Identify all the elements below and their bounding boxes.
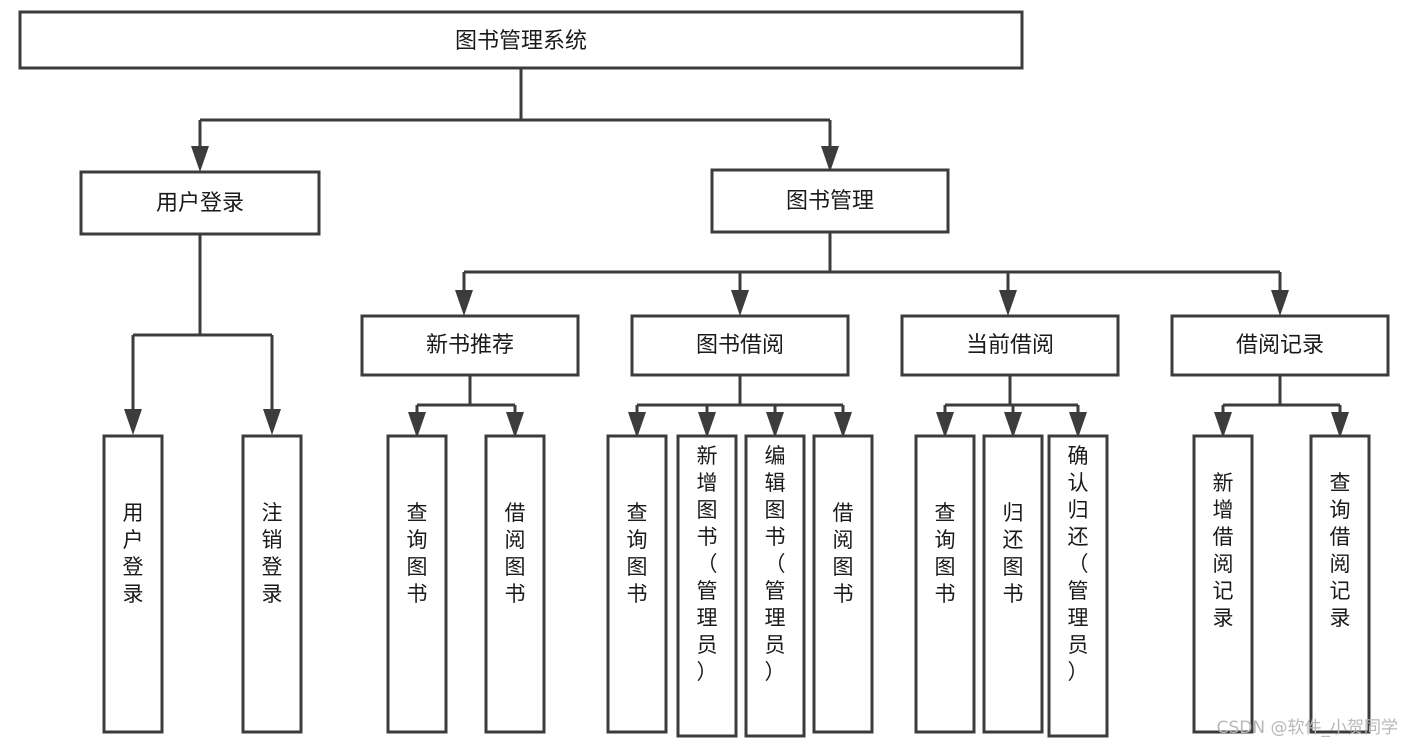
- node-borrow-record-box[interactable]: [1170, 314, 1390, 377]
- node-leaf-query-book-3-box[interactable]: [914, 434, 976, 734]
- node-leaf-add-book-box[interactable]: [676, 434, 738, 738]
- node-leaf-borrow-book-2-box[interactable]: [812, 434, 874, 734]
- node-leaf-logout-login-label: 注销登录: [262, 501, 283, 606]
- arrowhead-leaf-add-book: [698, 412, 716, 438]
- arrowhead-borrow-record: [1271, 290, 1289, 316]
- node-leaf-return-book-label: 归还图书: [1003, 501, 1024, 606]
- node-borrow-record[interactable]: 借阅记录: [1170, 314, 1390, 377]
- arrowhead-new-book-recommend: [455, 290, 473, 316]
- node-leaf-borrow-book-1-label: 借阅图书: [505, 501, 526, 606]
- node-root-box[interactable]: [18, 10, 1024, 70]
- node-new-book-recommend[interactable]: 新书推荐: [360, 314, 580, 377]
- node-leaf-add-record-label: 新增借阅记录: [1213, 471, 1234, 630]
- node-leaf-borrow-book-1[interactable]: 借阅图书: [484, 434, 546, 734]
- node-new-book-recommend-label: 新书推荐: [426, 333, 514, 358]
- arrowhead-book-management: [821, 146, 839, 172]
- node-book-management[interactable]: 图书管理: [710, 168, 950, 234]
- csdn-watermark: CSDN @软件_小贺同学: [1217, 718, 1398, 738]
- node-user-login[interactable]: 用户登录: [79, 170, 321, 236]
- arrowhead-leaf-query-book-3: [936, 412, 954, 438]
- node-leaf-query-book-1-box[interactable]: [386, 434, 448, 734]
- node-leaf-add-book[interactable]: 新增图书（管理员）: [676, 434, 738, 738]
- arrowhead-leaf-logout-login: [263, 409, 281, 435]
- node-user-login-label: 用户登录: [156, 191, 244, 216]
- node-leaf-query-book-3[interactable]: 查询图书: [914, 434, 976, 734]
- node-leaf-query-record-box[interactable]: [1309, 434, 1371, 734]
- node-leaf-query-book-1[interactable]: 查询图书: [386, 434, 448, 734]
- node-book-management-label: 图书管理: [786, 189, 874, 214]
- arrowhead-leaf-add-record: [1214, 412, 1232, 438]
- node-leaf-user-login-label: 用户登录: [123, 501, 144, 606]
- node-new-book-recommend-box[interactable]: [360, 314, 580, 377]
- node-leaf-add-record[interactable]: 新增借阅记录: [1192, 434, 1254, 734]
- node-root-label: 图书管理系统: [455, 29, 587, 54]
- node-leaf-borrow-book-1-box[interactable]: [484, 434, 546, 734]
- node-leaf-logout-login[interactable]: 注销登录: [241, 434, 303, 734]
- node-leaf-edit-book-box[interactable]: [744, 434, 806, 738]
- node-current-borrow[interactable]: 当前借阅: [900, 314, 1120, 377]
- arrowhead-leaf-query-record: [1331, 412, 1349, 438]
- node-leaf-query-book-3-label: 查询图书: [935, 501, 956, 606]
- node-user-login-box[interactable]: [79, 170, 321, 236]
- arrowhead-leaf-return-book: [1004, 412, 1022, 438]
- arrowhead-user-login: [191, 146, 209, 172]
- node-root[interactable]: 图书管理系统: [18, 10, 1024, 70]
- node-leaf-confirm-return-box[interactable]: [1047, 434, 1109, 738]
- node-leaf-edit-book-label: 编辑图书（管理员）: [765, 444, 786, 684]
- arrowhead-leaf-confirm-return: [1069, 412, 1087, 438]
- arrowhead-leaf-borrow-book-1: [506, 412, 524, 438]
- node-leaf-query-book-1-label: 查询图书: [407, 501, 428, 606]
- arrowhead-leaf-borrow-book-2: [834, 412, 852, 438]
- node-book-borrow[interactable]: 图书借阅: [630, 314, 850, 377]
- node-leaf-add-record-box[interactable]: [1192, 434, 1254, 734]
- node-leaf-borrow-book-2-label: 借阅图书: [833, 501, 854, 606]
- node-leaf-user-login[interactable]: 用户登录: [102, 434, 164, 734]
- node-leaf-query-book-2[interactable]: 查询图书: [606, 434, 668, 734]
- node-leaf-user-login-box[interactable]: [102, 434, 164, 734]
- node-leaf-query-book-2-box[interactable]: [606, 434, 668, 734]
- node-current-borrow-box[interactable]: [900, 314, 1120, 377]
- arrowhead-leaf-user-login: [124, 409, 142, 435]
- node-book-borrow-box[interactable]: [630, 314, 850, 377]
- arrowhead-book-borrow: [731, 290, 749, 316]
- node-borrow-record-label: 借阅记录: [1236, 333, 1324, 358]
- arrowhead-leaf-edit-book: [766, 412, 784, 438]
- arrowhead-current-borrow: [999, 290, 1017, 316]
- node-leaf-edit-book[interactable]: 编辑图书（管理员）: [744, 434, 806, 738]
- arrowhead-leaf-query-book-2: [628, 412, 646, 438]
- node-current-borrow-label: 当前借阅: [966, 333, 1054, 358]
- node-leaf-return-book[interactable]: 归还图书: [982, 434, 1044, 734]
- node-book-borrow-label: 图书借阅: [696, 333, 784, 358]
- node-leaf-add-book-label: 新增图书（管理员）: [697, 444, 718, 684]
- node-book-management-box[interactable]: [710, 168, 950, 234]
- node-leaf-borrow-book-2[interactable]: 借阅图书: [812, 434, 874, 734]
- node-leaf-query-record-label: 查询借阅记录: [1330, 471, 1351, 630]
- node-leaf-confirm-return[interactable]: 确认归还（管理员）: [1047, 434, 1109, 738]
- node-leaf-logout-login-box[interactable]: [241, 434, 303, 734]
- node-leaf-confirm-return-label: 确认归还（管理员）: [1068, 444, 1089, 684]
- node-leaf-return-book-box[interactable]: [982, 434, 1044, 734]
- node-leaf-query-book-2-label: 查询图书: [627, 501, 648, 606]
- node-leaf-query-record[interactable]: 查询借阅记录: [1309, 434, 1371, 734]
- arrowhead-leaf-query-book-1: [408, 412, 426, 438]
